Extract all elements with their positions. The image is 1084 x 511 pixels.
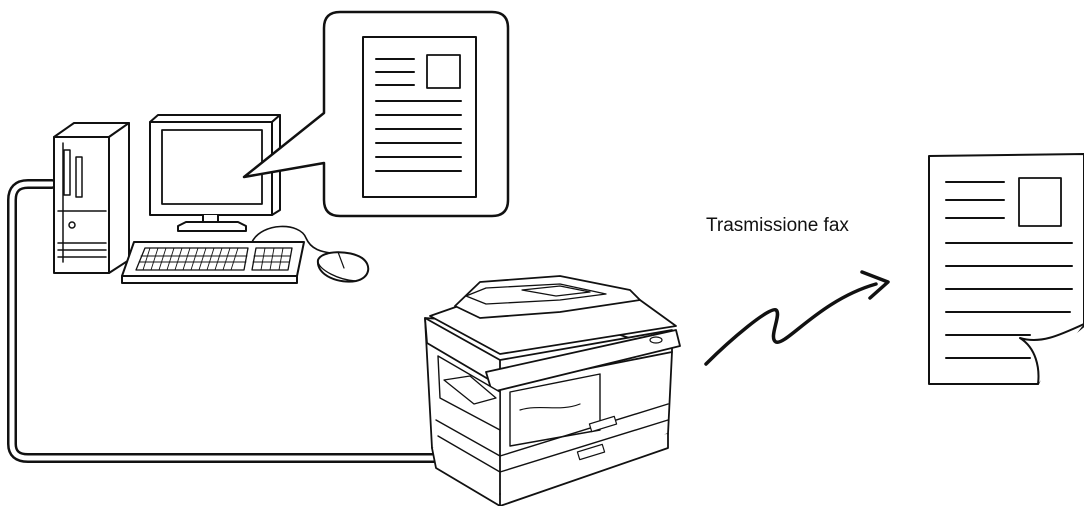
screen-callout-bubble xyxy=(244,12,508,216)
fax-transmission-label: Trasmissione fax xyxy=(706,215,849,237)
multifunction-printer-icon xyxy=(425,276,680,506)
document-icon xyxy=(363,37,476,197)
document-icon xyxy=(929,154,1084,384)
fax-transmission-arrow xyxy=(706,272,888,364)
pc-tower-icon xyxy=(54,123,129,273)
keyboard-icon xyxy=(122,242,304,283)
